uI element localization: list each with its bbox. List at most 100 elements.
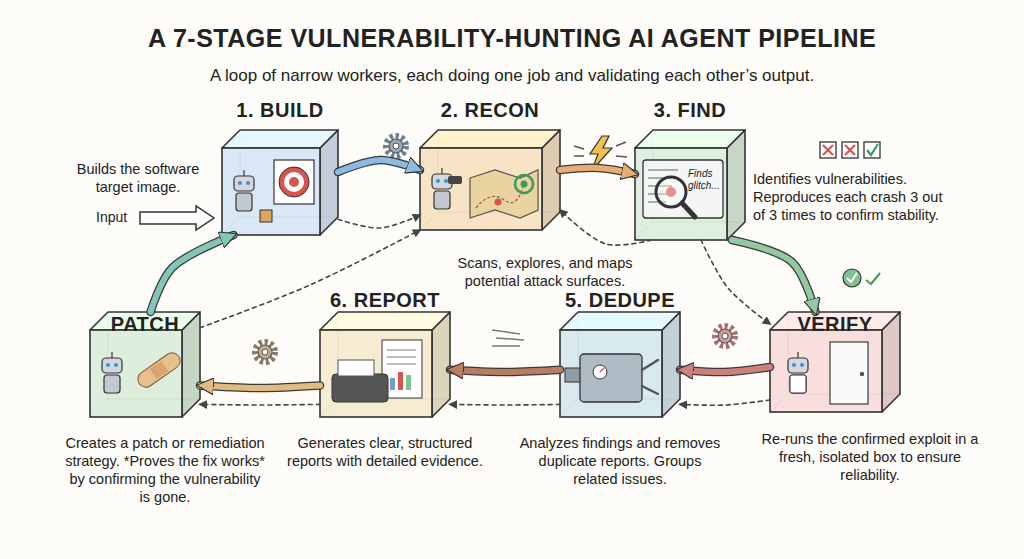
bandage — [135, 350, 183, 391]
attempt-box — [842, 142, 858, 158]
feedback-arrow — [450, 404, 560, 406]
gear-teeth — [255, 342, 275, 362]
flow-arrow — [560, 168, 635, 174]
cube-outline — [560, 312, 680, 417]
arrow-outline — [338, 160, 420, 172]
feedback-arrow — [560, 210, 652, 245]
diagram-title: A 7-STAGE VULNERABILITY-HUNTING AI AGENT… — [0, 24, 1024, 53]
bandage-pad — [150, 361, 168, 379]
fail-mark — [845, 145, 855, 155]
cube-top — [222, 130, 338, 148]
attempt-box — [820, 142, 836, 158]
cube-side — [727, 130, 745, 240]
gear-body — [389, 139, 403, 153]
arrow-line — [732, 240, 816, 312]
flow-arrow — [200, 386, 320, 389]
robot-eye — [238, 181, 242, 185]
gear-icon — [715, 326, 735, 346]
cube-outline — [420, 130, 560, 230]
diagram-subtitle: A loop of narrow workers, each doing one… — [0, 66, 1024, 86]
report-bar — [398, 372, 403, 390]
stage-description: Scans, explores, and maps potential atta… — [435, 254, 655, 290]
arrow-line — [560, 168, 635, 174]
input-arrow — [140, 206, 214, 230]
cube-top — [560, 312, 680, 330]
cube-back-edge — [635, 130, 745, 240]
arrow-line — [450, 370, 560, 372]
robot-head — [102, 358, 122, 373]
robot-eye — [246, 181, 250, 185]
arrow-outline — [151, 235, 234, 312]
gear-icon — [386, 136, 406, 156]
feedback-arrow — [200, 230, 420, 328]
lab-coat — [790, 375, 806, 393]
arrow-line — [680, 400, 770, 405]
arrow-line — [200, 404, 320, 406]
arrow-line — [338, 215, 420, 228]
robot-eye — [444, 179, 448, 183]
target-center — [289, 177, 299, 187]
stage-heading: 1. BUILD — [192, 98, 368, 123]
fail-mark — [823, 145, 833, 155]
stage-heading: 2. RECON — [410, 98, 570, 123]
cube-back-edge — [90, 312, 200, 417]
intake-pipe — [565, 368, 581, 382]
cube-front — [320, 330, 432, 417]
cube-front — [420, 148, 542, 230]
cube-top — [320, 312, 450, 330]
gauge-needle — [600, 368, 604, 372]
robot-body — [104, 375, 120, 393]
map-target — [521, 181, 528, 188]
robot-eye — [800, 363, 804, 367]
check-badge — [843, 269, 861, 287]
stage-description: Builds the software target image. — [62, 160, 214, 196]
map-pin — [495, 199, 502, 206]
gear-teeth — [386, 136, 406, 156]
robot-body — [790, 375, 806, 393]
check-mark — [847, 273, 857, 282]
arrow-outline — [680, 367, 770, 372]
robot-eye — [436, 179, 440, 183]
cube-back-edge — [770, 312, 900, 412]
spark-line — [574, 146, 584, 149]
gear-body — [258, 345, 272, 359]
flow-arrow — [338, 160, 420, 172]
typewriter — [332, 374, 388, 402]
arrow-line — [200, 386, 320, 389]
report-bar — [390, 378, 395, 390]
machine-gauge — [593, 365, 607, 379]
cube-top — [420, 130, 560, 148]
feedback-arrow — [200, 404, 320, 406]
stage-description: Generates clear, structured reports with… — [285, 434, 485, 470]
stage-box: VERIFYRe-runs the confirmed exploit in a… — [770, 312, 900, 412]
cube-front — [770, 330, 882, 412]
input-label: Input — [96, 209, 142, 225]
stage-heading: 5. DEDUPE — [530, 288, 710, 313]
robot-eye — [106, 363, 110, 367]
magnifier-handle — [682, 203, 695, 217]
stage-heading: 6. REPORT — [300, 288, 470, 313]
stage-heading: PATCH — [90, 312, 200, 337]
arrow-outline — [200, 386, 320, 389]
speed-line — [492, 345, 520, 347]
cube-front — [635, 148, 727, 240]
stage-box: 6. REPORTGenerates clear, structured rep… — [320, 312, 450, 417]
stage-box: 1. BUILDBuilds the software target image… — [222, 130, 338, 235]
stage-box: PATCHCreates a patch or remediation stra… — [90, 312, 200, 417]
gear-icon — [255, 342, 275, 362]
flow-arrow — [450, 370, 560, 372]
stage-description: Re-runs the confirmed exploit in a fresh… — [755, 430, 985, 484]
stage-heading: 3. FIND — [615, 98, 765, 123]
cube-outline — [222, 130, 338, 235]
pass-mark — [867, 144, 878, 155]
arrow-line — [450, 404, 560, 406]
gear-hole — [393, 143, 399, 149]
stage-description: Analyzes findings and removes duplicate … — [515, 434, 725, 488]
typewriter-sheet — [338, 360, 374, 376]
cube-top — [635, 130, 745, 148]
arrow-outline — [450, 370, 560, 372]
attempt-box — [864, 142, 880, 158]
flow-arrow — [680, 367, 770, 372]
robot-body — [236, 193, 252, 211]
arrow-line — [701, 240, 770, 324]
